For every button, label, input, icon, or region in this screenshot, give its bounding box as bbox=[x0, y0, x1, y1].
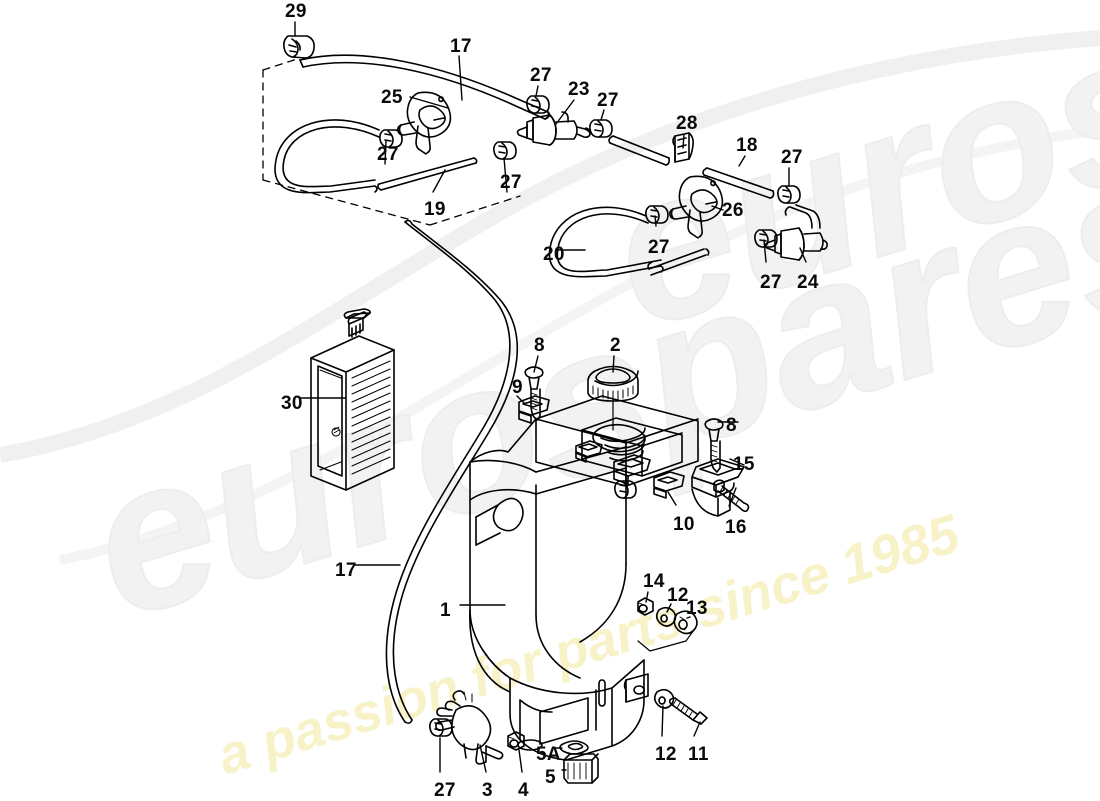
part-16-tapping-screw bbox=[713, 479, 750, 513]
callout-hose-clamp-27e: 27 bbox=[500, 172, 522, 193]
callout-washer-hose-19: 19 bbox=[424, 199, 446, 220]
callout-lock-washer-13: 13 bbox=[686, 598, 708, 619]
callout-washer-hose-17b: 17 bbox=[335, 560, 357, 581]
part-3-washer-pump bbox=[435, 690, 504, 765]
callout-hose-retaining-clip-28: 28 bbox=[676, 113, 698, 134]
part-15-bracket bbox=[691, 458, 745, 517]
part-30-washer-fluid-bottle bbox=[310, 308, 395, 491]
part-19-hose bbox=[377, 157, 478, 191]
part-5-grommet bbox=[563, 753, 599, 784]
callout-tapping-screw-16: 16 bbox=[725, 517, 747, 538]
callout-hose-clamp-27b: 27 bbox=[597, 90, 619, 111]
callout-seal-ring-5A: 5A bbox=[536, 744, 561, 765]
part-12-washer-lower bbox=[653, 688, 675, 709]
part-17-hose-long-route bbox=[385, 219, 519, 724]
callout-hex-bolt-11: 11 bbox=[688, 744, 709, 765]
callout-washer-nozzle-right-26: 26 bbox=[722, 200, 744, 221]
callout-hose-clamp-27h: 27 bbox=[434, 780, 456, 801]
part-27-hose-clamps bbox=[379, 95, 801, 737]
callout-washer-hose-20: 20 bbox=[543, 244, 565, 265]
part-10-clip-nut bbox=[653, 471, 685, 499]
callout-washer-fluid-bottle-30: 30 bbox=[281, 393, 303, 414]
callout-hose-clip-29: 29 bbox=[285, 1, 307, 22]
callout-washer-12b: 12 bbox=[655, 744, 677, 765]
dashed-reference-frame bbox=[262, 57, 521, 226]
callout-hose-clamp-27f: 27 bbox=[648, 237, 670, 258]
part-14-hex-nut bbox=[637, 597, 654, 616]
part-23-non-return-valve bbox=[516, 111, 591, 146]
callout-non-return-valve-23: 23 bbox=[568, 79, 590, 100]
part-8-screws bbox=[524, 366, 724, 473]
part-18-hose-right bbox=[702, 167, 775, 199]
callout-hose-clamp-27a: 27 bbox=[530, 65, 552, 86]
part-12-washer-upper bbox=[655, 606, 677, 627]
tank-deck-clips bbox=[575, 440, 637, 499]
part-loop-hose-left bbox=[274, 119, 380, 194]
callout-clip-nut-10: 10 bbox=[673, 514, 695, 535]
part-2-filler-cap bbox=[587, 365, 639, 431]
callout-washer-pump-24: 24 bbox=[797, 272, 819, 293]
callout-washer-12a: 12 bbox=[667, 585, 689, 606]
callout-hose-clamp-27g: 27 bbox=[760, 272, 782, 293]
callout-leader-lines bbox=[294, 21, 807, 773]
callout-hex-nut-14: 14 bbox=[643, 571, 665, 592]
part-11-hex-bolt bbox=[668, 697, 708, 725]
callout-screw-8a: 8 bbox=[534, 335, 545, 356]
callout-washer-hose-18: 18 bbox=[736, 135, 758, 156]
callout-washer-hose-17a: 17 bbox=[450, 36, 472, 57]
hardware-leader-lines bbox=[637, 626, 697, 652]
part-26-washer-nozzle-right bbox=[669, 175, 724, 239]
part-29-hose-clip bbox=[283, 35, 315, 59]
callout-hose-clamp-27c: 27 bbox=[781, 147, 803, 168]
part-20-hose-lower bbox=[647, 248, 710, 276]
callout-washer-pump-3: 3 bbox=[482, 780, 493, 801]
callout-clip-nut-9: 9 bbox=[512, 377, 523, 398]
callout-filler-cap-2: 2 bbox=[610, 335, 621, 356]
part-18-hose bbox=[608, 135, 670, 166]
part-9-clip-nut bbox=[518, 395, 550, 424]
part-5A-seal-ring bbox=[559, 740, 589, 755]
callout-washer-nozzle-left-25: 25 bbox=[381, 87, 403, 108]
part-24-washer-pump bbox=[764, 204, 828, 261]
callout-bracket-15: 15 bbox=[733, 454, 755, 475]
callout-grommet-5: 5 bbox=[545, 767, 556, 788]
callout-washer-fluid-reservoir-1: 1 bbox=[440, 600, 451, 621]
part-bracket-plate-tank bbox=[613, 454, 651, 485]
callout-hose-clamp-27d: 27 bbox=[377, 144, 399, 165]
callout-screw-8b: 8 bbox=[726, 415, 737, 436]
callout-hex-nut-4: 4 bbox=[518, 780, 529, 801]
part-17-hose-upper bbox=[299, 54, 551, 120]
part-4-hex-nut bbox=[507, 731, 525, 751]
